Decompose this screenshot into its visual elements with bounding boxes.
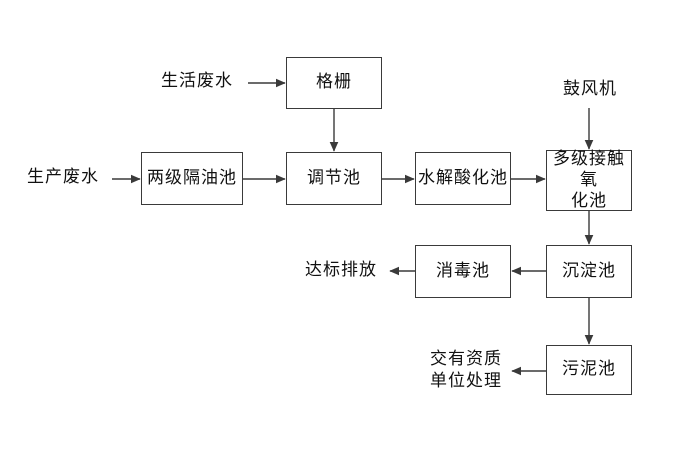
node-oil-separation[interactable]: 两级隔油池 bbox=[141, 152, 243, 205]
node-hydrolysis-tank[interactable]: 水解酸化池 bbox=[415, 152, 511, 205]
label-compliant-discharge: 达标排放 bbox=[305, 260, 377, 281]
node-sludge-tank[interactable]: 污泥池 bbox=[546, 345, 632, 395]
label-production-wastewater: 生产废水 bbox=[27, 167, 99, 188]
node-sedimentation[interactable]: 沉淀池 bbox=[546, 245, 632, 298]
node-hydrolysis-tank-label: 水解酸化池 bbox=[418, 167, 508, 188]
node-grille[interactable]: 格栅 bbox=[286, 57, 382, 109]
node-contact-oxidation[interactable]: 多级接触氧 化池 bbox=[546, 148, 632, 212]
label-blower: 鼓风机 bbox=[563, 79, 617, 100]
node-regulating-tank[interactable]: 调节池 bbox=[286, 152, 382, 205]
node-disinfection-label: 消毒池 bbox=[436, 260, 490, 281]
label-qualified-disposal: 交有资质 单位处理 bbox=[430, 349, 502, 391]
label-domestic-wastewater: 生活废水 bbox=[161, 71, 233, 92]
node-sedimentation-label: 沉淀池 bbox=[562, 260, 616, 281]
node-disinfection[interactable]: 消毒池 bbox=[415, 245, 511, 298]
node-grille-label: 格栅 bbox=[316, 72, 352, 93]
node-sludge-tank-label: 污泥池 bbox=[562, 359, 616, 380]
node-oil-separation-label: 两级隔油池 bbox=[147, 167, 237, 188]
node-contact-oxidation-label: 多级接触氧 化池 bbox=[553, 148, 625, 212]
node-regulating-tank-label: 调节池 bbox=[307, 167, 361, 188]
